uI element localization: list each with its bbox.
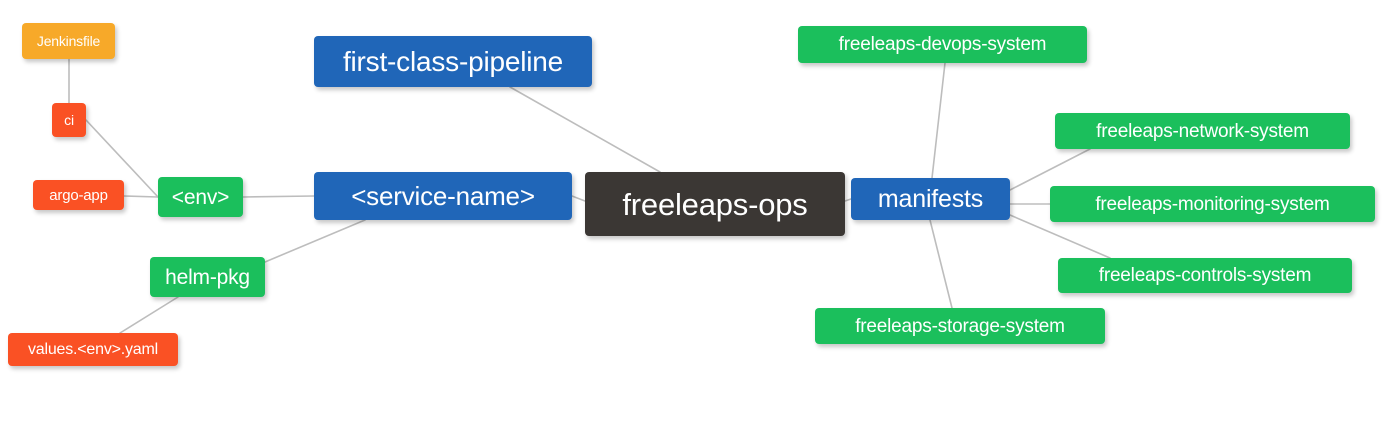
node-label: <service-name>	[351, 181, 535, 211]
node-first-class-pipeline[interactable]: first-class-pipeline	[314, 36, 592, 87]
node-label: ci	[64, 112, 74, 128]
node-env[interactable]: <env>	[158, 177, 243, 217]
edge-env-to-service-name	[242, 195, 315, 198]
node-network-system[interactable]: freeleaps-network-system	[1055, 113, 1350, 149]
node-manifests[interactable]: manifests	[851, 178, 1010, 220]
node-label: argo-app	[49, 186, 108, 204]
node-label: first-class-pipeline	[342, 45, 564, 77]
node-label: values.<env>.yaml	[27, 340, 158, 358]
node-jenkinsfile[interactable]: Jenkinsfile	[22, 23, 115, 59]
edge-manifests-to-controls-system	[1009, 214, 1111, 259]
node-label: freeleaps-devops-system	[838, 34, 1047, 55]
node-label: freeleaps-network-system	[1096, 120, 1309, 142]
node-label: helm-pkg	[165, 265, 250, 289]
edge-argo-app-to-env	[123, 195, 159, 198]
node-ci[interactable]: ci	[52, 103, 86, 137]
node-helm-pkg[interactable]: helm-pkg	[150, 257, 265, 297]
node-monitoring-system[interactable]: freeleaps-monitoring-system	[1050, 186, 1375, 222]
edge-service-name-to-helm-pkg	[264, 219, 366, 263]
node-argo-app[interactable]: argo-app	[33, 180, 124, 210]
node-devops-system[interactable]: freeleaps-devops-system	[798, 26, 1087, 63]
node-label: freeleaps-monitoring-system	[1095, 193, 1330, 215]
node-label: manifests	[877, 184, 984, 213]
node-freeleaps-ops[interactable]: freeleaps-ops	[585, 172, 845, 236]
node-label: freeleaps-controls-system	[1098, 265, 1312, 286]
edge-manifests-to-storage-system	[929, 219, 953, 309]
edge-manifests-to-devops-system	[931, 62, 946, 179]
edge-service-name-to-freeleaps-ops	[571, 195, 586, 202]
edge-first-class-pipeline-to-freeleaps-ops	[509, 86, 661, 173]
node-controls-system[interactable]: freeleaps-controls-system	[1058, 258, 1352, 293]
edge-ci-to-env	[85, 119, 159, 198]
node-label: Jenkinsfile	[36, 33, 101, 49]
edge-helm-pkg-to-values-yaml	[119, 296, 179, 334]
node-label: freeleaps-ops	[622, 186, 808, 222]
edge-manifests-to-network-system	[1009, 148, 1091, 191]
node-values-yaml[interactable]: values.<env>.yaml	[8, 333, 178, 366]
edge-freeleaps-ops-to-manifests	[844, 198, 852, 202]
node-service-name[interactable]: <service-name>	[314, 172, 572, 220]
node-label: <env>	[171, 185, 230, 209]
node-storage-system[interactable]: freeleaps-storage-system	[815, 308, 1105, 344]
node-label: freeleaps-storage-system	[855, 315, 1065, 337]
